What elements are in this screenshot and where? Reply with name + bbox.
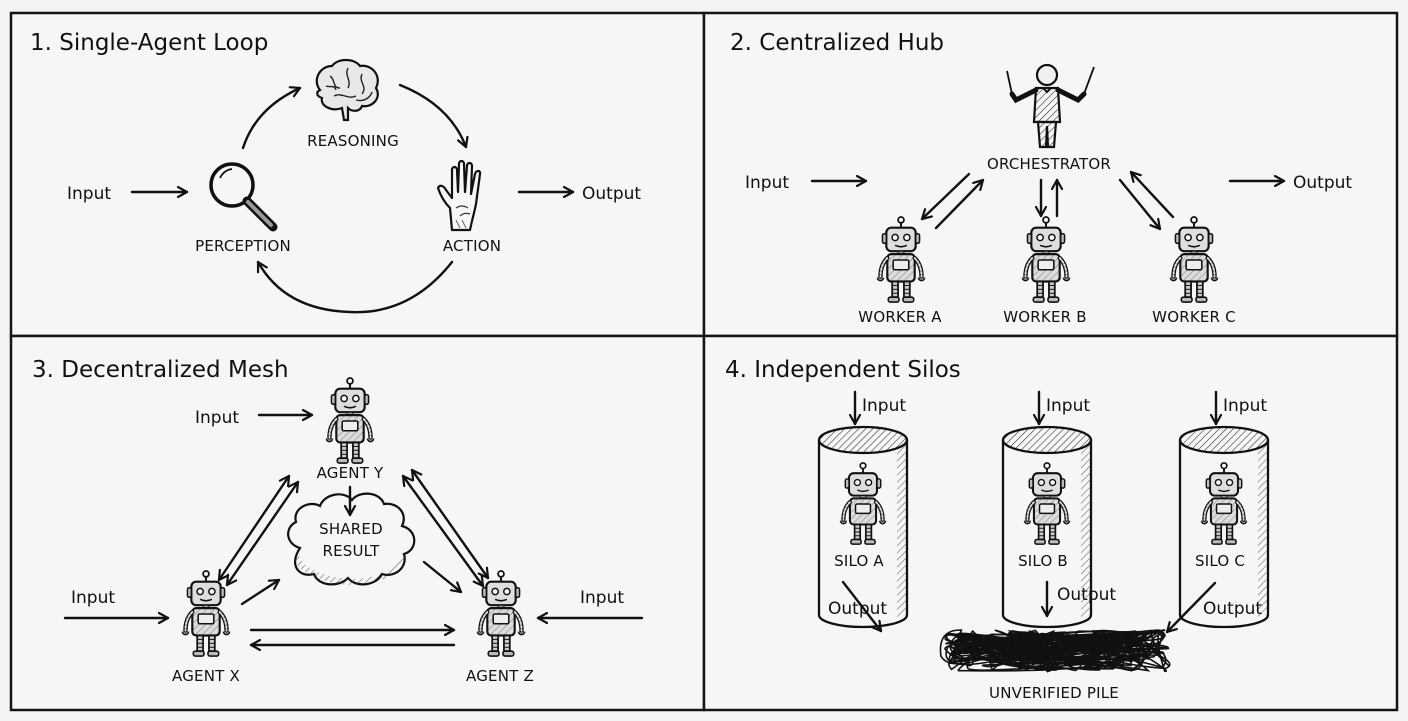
silo-cylinder-icon: [1178, 440, 1270, 629]
panel-decentralized-mesh: 3. Decentralized Mesh AGENT Y AGENT X AG…: [9, 334, 706, 712]
worker-label-a: WORKER A: [858, 308, 942, 326]
silo-a: SILO A Input: [817, 390, 909, 629]
arrow-hub-to-worker-a: [920, 172, 971, 221]
silo-label-a: SILO A: [834, 552, 884, 570]
agent-label-y: AGENT Y: [317, 464, 384, 482]
arrow-y-z-2: [410, 468, 490, 580]
input-label-agent-x: Input: [71, 588, 115, 608]
silo-lid: [1001, 425, 1093, 455]
silo-shading: [897, 440, 907, 617]
worker-label-c: WORKER C: [1152, 308, 1236, 326]
scribble-stroke: [948, 629, 1167, 673]
input-label-silo-b: Input: [1046, 396, 1090, 416]
panel-title: 3. Decentralized Mesh: [32, 357, 289, 383]
shared-result-label-line1: SHARED: [319, 520, 383, 538]
panel-single-agent-loop: 1. Single-Agent Loop REASONING PERCEPTIO…: [9, 11, 706, 338]
agent-label-x: AGENT X: [172, 667, 240, 685]
output-label-silo-c: Output: [1203, 599, 1262, 619]
input-label-silo-a: Input: [862, 396, 906, 416]
silo-c: SILO C Input: [1178, 390, 1270, 629]
arrow-hub-to-worker-c: [1118, 178, 1162, 231]
hub-label-orchestrator: ORCHESTRATOR: [987, 155, 1111, 173]
output-label-silo-a: Output: [828, 599, 887, 619]
output-label: Output: [1293, 173, 1352, 193]
output-arrow-silo-a: [841, 580, 883, 633]
silo-b: SILO B Input: [1001, 390, 1093, 629]
scribble-stroke: [944, 629, 1171, 672]
magnifying-glass-icon: [209, 162, 278, 232]
silo-lid: [1178, 425, 1270, 455]
worker-label-b: WORKER B: [1003, 308, 1086, 326]
panel-title: 1. Single-Agent Loop: [30, 30, 268, 56]
conductor-icon: [1006, 63, 1095, 149]
silo-lid: [817, 425, 909, 455]
node-label-reasoning: REASONING: [307, 132, 399, 150]
arrow-y-x-2: [225, 480, 300, 587]
input-label: Input: [67, 184, 111, 204]
silo-cylinder-icon: [817, 440, 909, 629]
arrow-shared-to-z: [422, 560, 463, 594]
arrow-reasoning-to-action: [398, 83, 466, 149]
arrow-worker-c-to-hub: [1129, 170, 1175, 219]
input-label-agent-z: Input: [580, 588, 624, 608]
node-label-action: ACTION: [443, 237, 501, 255]
unverified-pile-scribble-icon: [939, 629, 1171, 673]
arrow-perception-to-reasoning: [241, 88, 302, 150]
silo-shading: [1081, 440, 1091, 617]
arrow-action-to-perception: [256, 260, 454, 314]
silo-cylinder-icon: [1001, 440, 1093, 629]
arrow-x-to-shared: [240, 578, 281, 606]
input-label: Input: [745, 173, 789, 193]
output-label: Output: [582, 184, 641, 204]
panel-title: 4. Independent Silos: [725, 357, 961, 383]
input-label-silo-c: Input: [1223, 396, 1267, 416]
input-label-agent-y: Input: [195, 408, 239, 428]
output-arrow-silo-c: [1165, 581, 1217, 634]
silo-label-b: SILO B: [1018, 552, 1068, 570]
silo-label-c: SILO C: [1195, 552, 1245, 570]
pile-label: UNVERIFIED PILE: [989, 684, 1119, 702]
shared-result-label-line2: RESULT: [322, 542, 380, 560]
silo-shading: [1258, 440, 1268, 617]
node-label-perception: PERCEPTION: [195, 237, 291, 255]
hand-icon: [436, 159, 482, 232]
output-label-silo-b: Output: [1057, 585, 1116, 605]
panel-centralized-hub: 2. Centralized Hub ORCHESTRATOR WORKER A…: [702, 11, 1399, 338]
panel-frame: [9, 11, 706, 338]
panel-title: 2. Centralized Hub: [730, 30, 944, 56]
brain-icon: [315, 58, 379, 122]
arrow-worker-a-to-hub: [934, 178, 985, 230]
agent-label-z: AGENT Z: [466, 667, 534, 685]
